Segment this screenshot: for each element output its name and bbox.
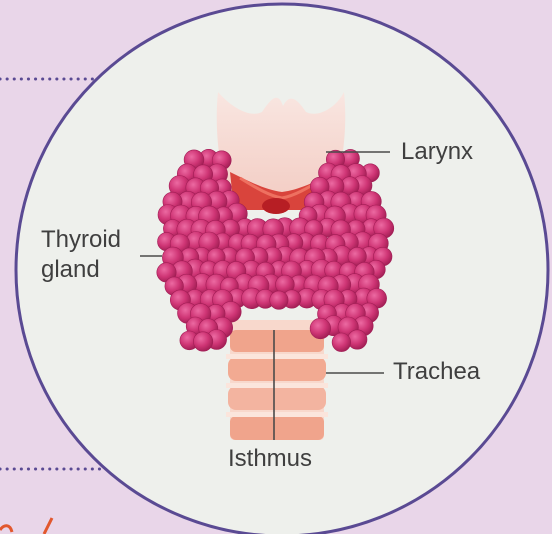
label-thyroid-line2: gland [41, 255, 121, 285]
thyroid-lobule [193, 332, 212, 351]
label-isthmus: Isthmus [228, 444, 312, 474]
thyroid-lobule [332, 333, 351, 352]
label-trachea: Trachea [393, 357, 480, 387]
corner-accent-slash [44, 518, 52, 534]
trachea-tube [226, 320, 328, 440]
label-thyroid-gland: Thyroid gland [41, 225, 121, 285]
thyroid-lobule [270, 291, 288, 309]
corner-accent-mark [0, 526, 12, 532]
label-larynx: Larynx [401, 137, 473, 167]
label-thyroid-line1: Thyroid [41, 226, 121, 253]
thyroid-lobule [310, 318, 331, 339]
